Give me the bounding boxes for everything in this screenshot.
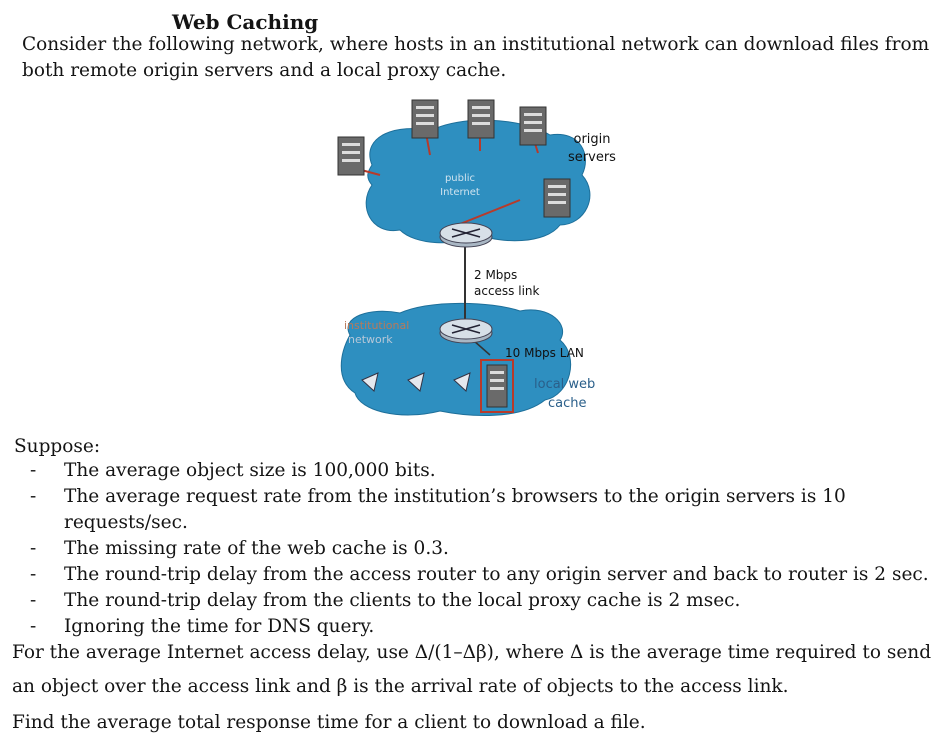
assumption-list: - The average object size is 100,000 bits… <box>30 458 929 640</box>
access-delay-instruction-line-1: For the average Internet access delay, u… <box>12 642 932 663</box>
server-icon <box>543 178 571 218</box>
institutional-router-icon <box>439 318 493 344</box>
origin-servers-label: origin <box>573 132 610 147</box>
intro-line-1: Consider the following network, where ho… <box>22 34 930 55</box>
institutional-network-label: network <box>348 333 393 346</box>
list-item: requests/sec. <box>30 510 929 536</box>
list-item-text: requests/sec. <box>64 512 188 533</box>
bullet-dash: - <box>30 538 37 559</box>
bullet-dash: - <box>30 616 37 637</box>
origin-servers-label: servers <box>568 150 616 165</box>
bullet-dash: - <box>30 590 37 611</box>
list-item: - The average object size is 100,000 bits… <box>30 458 929 484</box>
local-cache-server-icon <box>480 359 514 413</box>
public-internet-label: public <box>445 173 475 184</box>
access-delay-instruction-line-2: an object over the access link and β is … <box>12 676 789 697</box>
server-icon <box>411 99 439 139</box>
list-item: - The missing rate of the web cache is 0.… <box>30 536 929 562</box>
access-link-label: access link <box>474 284 540 298</box>
server-icon <box>519 106 547 146</box>
bullet-dash: - <box>30 486 37 507</box>
list-item: - Ignoring the time for DNS query. <box>30 614 929 640</box>
bullet-dash: - <box>30 564 37 585</box>
public-internet-cloud <box>365 119 591 244</box>
list-item-text: The average object size is 100,000 bits. <box>64 460 436 481</box>
list-item-text: Ignoring the time for DNS query. <box>64 616 375 637</box>
suppose-heading: Suppose: <box>14 436 101 457</box>
institutional-network-label: institutional <box>344 319 409 332</box>
server-icon <box>337 136 365 176</box>
intro-line-2: both remote origin servers and a local p… <box>22 60 507 81</box>
server-icon <box>467 99 495 139</box>
list-item-text: The round-trip delay from the clients to… <box>64 590 741 611</box>
local-web-cache-label: local web <box>534 377 595 392</box>
client-host-icon <box>361 372 379 392</box>
list-item-text: The average request rate from the instit… <box>64 486 846 507</box>
access-link-speed-label: 2 Mbps <box>474 268 517 282</box>
list-item: - The round-trip delay from the access ro… <box>30 562 929 588</box>
bullet-dash: - <box>30 460 37 481</box>
internet-router-icon <box>439 222 493 248</box>
lan-speed-label: 10 Mbps LAN <box>505 346 584 360</box>
public-internet-label: Internet <box>440 187 480 198</box>
network-diagram: origin servers public Internet 2 Mbps ac… <box>337 99 616 416</box>
question-text: Find the average total response time for… <box>12 712 646 733</box>
client-host-icon <box>453 372 471 392</box>
list-item-text: The round-trip delay from the access rou… <box>64 564 929 585</box>
client-host-icon <box>407 372 425 392</box>
list-item-text: The missing rate of the web cache is 0.3… <box>64 538 449 559</box>
local-web-cache-label: cache <box>548 396 587 411</box>
list-item: - The average request rate from the insti… <box>30 484 929 510</box>
section-title: Web Caching <box>172 10 319 34</box>
list-item: - The round-trip delay from the clients t… <box>30 588 929 614</box>
